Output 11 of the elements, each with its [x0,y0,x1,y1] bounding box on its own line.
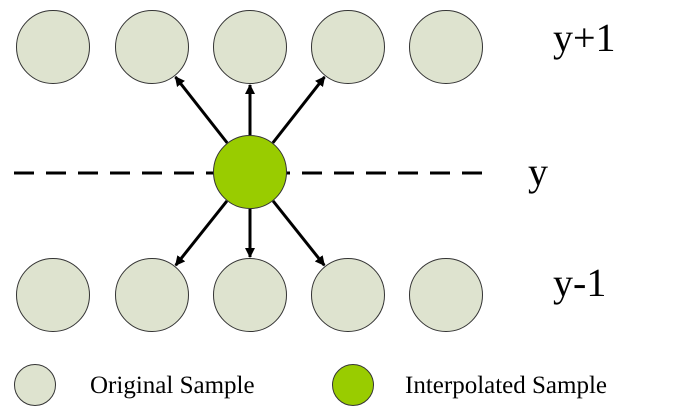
row-label: y-1 [553,263,606,303]
arrow [272,76,326,144]
arrow [174,76,228,144]
arrow [245,84,255,135]
row-label: y+1 [553,18,616,58]
legend-text: Interpolated Sample [405,373,608,398]
arrow [272,200,326,266]
arrow [245,209,255,258]
arrow [174,200,228,266]
row-label: y [528,152,548,192]
legend-text: Original Sample [90,373,255,398]
